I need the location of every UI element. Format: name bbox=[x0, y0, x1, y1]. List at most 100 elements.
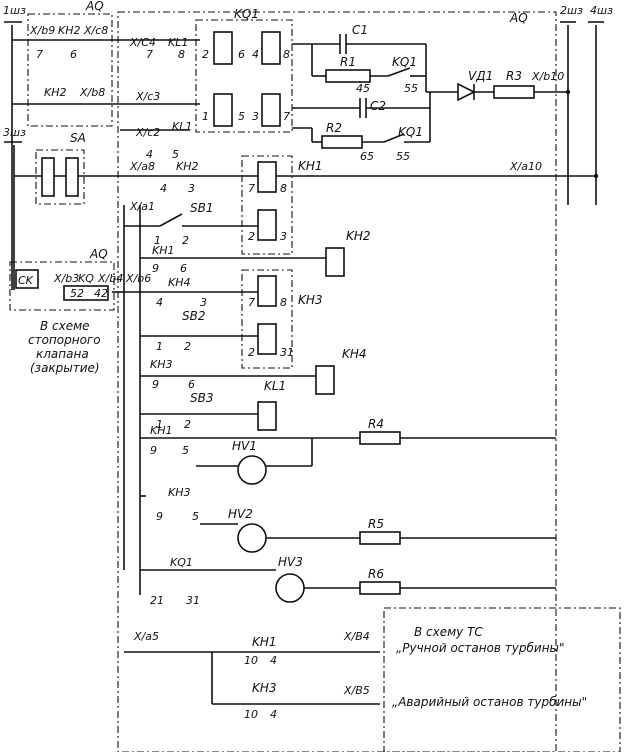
kh4-coil-label: KH4 bbox=[342, 347, 367, 361]
svg-text:42: 42 bbox=[94, 287, 108, 300]
valve-note-1: В схеме bbox=[40, 319, 90, 333]
ts-emergency-note: „Аварийный останов турбины" bbox=[392, 695, 587, 709]
kq1-coil-a bbox=[213, 31, 233, 65]
kh1-coil-a bbox=[257, 161, 277, 193]
kq-label: KQ bbox=[78, 272, 94, 285]
kh4-contact-label: KH4 bbox=[168, 276, 190, 289]
conn-xc4: X/C4 bbox=[129, 36, 156, 49]
kh4-coil bbox=[315, 365, 335, 395]
kh2-row-label: KH2 bbox=[176, 160, 198, 173]
svg-text:6: 6 bbox=[188, 378, 195, 391]
bus-label-2sh3: 2шз bbox=[560, 4, 583, 17]
svg-text:2: 2 bbox=[248, 346, 255, 359]
bus-label-3sh3: 3шз bbox=[3, 126, 26, 139]
svg-text:52: 52 bbox=[70, 287, 84, 300]
kh2-coil bbox=[325, 247, 345, 277]
conn-xb6: X/b6 bbox=[125, 272, 151, 285]
kh2-top-label: KH2 bbox=[58, 24, 80, 37]
hv1-lamp bbox=[237, 455, 267, 485]
hv1-label: HV1 bbox=[232, 439, 257, 453]
c2-label: C2 bbox=[370, 99, 386, 113]
hv3-lamp bbox=[275, 573, 305, 603]
r5-label: R5 bbox=[368, 517, 384, 531]
conn-xa1: X/a1 bbox=[129, 200, 155, 213]
r4-resistor bbox=[359, 431, 401, 445]
r2-label: R2 bbox=[326, 121, 342, 135]
ts-title: В схему ТС bbox=[414, 625, 483, 639]
svg-text:5: 5 bbox=[182, 444, 189, 457]
conn-xa8: X/a8 bbox=[129, 160, 155, 173]
conn-xb9: X/b9 bbox=[29, 24, 55, 37]
valve-note-4: (закрытие) bbox=[30, 361, 100, 375]
kh2-coil-label: KH2 bbox=[346, 229, 371, 243]
kq1-coil-c bbox=[213, 93, 233, 127]
conn-xc8: X/c8 bbox=[83, 24, 108, 37]
svg-text:4: 4 bbox=[156, 296, 163, 309]
conn-xc2: X/c2 bbox=[135, 126, 160, 139]
r6-resistor bbox=[359, 581, 401, 595]
ck-box bbox=[15, 269, 39, 289]
svg-text:4: 4 bbox=[270, 708, 277, 721]
power-buses bbox=[4, 21, 604, 595]
svg-text:6: 6 bbox=[70, 48, 77, 61]
svg-text:1: 1 bbox=[156, 418, 163, 431]
c1-label: C1 bbox=[352, 23, 368, 37]
hv2-lamp bbox=[237, 523, 267, 553]
conn-xc3: X/c3 bbox=[135, 90, 160, 103]
svg-text:2: 2 bbox=[202, 48, 209, 61]
svg-text:21: 21 bbox=[150, 594, 164, 607]
svg-text:3: 3 bbox=[252, 110, 259, 123]
aq-mid-label: AQ bbox=[89, 247, 108, 261]
svg-text:4: 4 bbox=[146, 148, 153, 161]
svg-text:6: 6 bbox=[180, 262, 187, 275]
conn-xb8: X/b8 bbox=[79, 86, 105, 99]
conn-xb3: X/b3 bbox=[53, 272, 79, 285]
kq1-top-label: KQ1 bbox=[234, 7, 259, 21]
r1-resistor bbox=[325, 69, 371, 83]
kl1-coil bbox=[257, 401, 277, 431]
svg-text:8: 8 bbox=[178, 48, 185, 61]
sa-switch-b bbox=[65, 157, 79, 197]
svg-text:9: 9 bbox=[152, 378, 159, 391]
svg-text:2: 2 bbox=[248, 230, 255, 243]
kq1-hv-contact-label: KQ1 bbox=[170, 556, 193, 569]
kl1-mid-label: KL1 bbox=[172, 120, 192, 133]
r5-resistor bbox=[359, 531, 401, 545]
svg-text:7: 7 bbox=[283, 110, 290, 123]
svg-text:9: 9 bbox=[150, 444, 157, 457]
conn-xb10: X/b10 bbox=[531, 70, 564, 83]
svg-text:2: 2 bbox=[182, 234, 189, 247]
svg-text:8: 8 bbox=[280, 182, 287, 195]
kq1-coil-b bbox=[261, 31, 281, 65]
ck-label: CK bbox=[18, 274, 34, 287]
ts-manual-note: „Ручной останов турбины" bbox=[396, 641, 565, 655]
svg-text:7: 7 bbox=[146, 48, 153, 61]
svg-text:2: 2 bbox=[184, 418, 191, 431]
svg-text:1: 1 bbox=[156, 340, 163, 353]
svg-text:3: 3 bbox=[188, 182, 195, 195]
svg-text:4: 4 bbox=[160, 182, 167, 195]
svg-text:9: 9 bbox=[152, 262, 159, 275]
sb2-label: SB2 bbox=[182, 309, 205, 323]
sa-label: SA bbox=[70, 131, 86, 145]
kh2-mid-label: KH2 bbox=[44, 86, 66, 99]
svg-text:5: 5 bbox=[192, 510, 199, 523]
kq1-contact-bottom bbox=[383, 133, 405, 143]
kh3-ts-label: KH3 bbox=[252, 681, 277, 695]
hv2-label: HV2 bbox=[228, 507, 253, 521]
r3-label: R3 bbox=[506, 69, 522, 83]
svg-text:5: 5 bbox=[238, 110, 245, 123]
aq-top-label: AQ bbox=[85, 0, 104, 13]
kh1-group bbox=[241, 155, 293, 255]
svg-text:65: 65 bbox=[360, 150, 374, 163]
aq-right-label: AQ bbox=[509, 11, 528, 25]
kh3-group bbox=[241, 269, 293, 369]
svg-text:6: 6 bbox=[238, 48, 245, 61]
sb1-label: SB1 bbox=[190, 201, 213, 215]
kq1-group bbox=[195, 19, 293, 133]
svg-text:8: 8 bbox=[280, 296, 287, 309]
aq-mid-block bbox=[9, 261, 115, 311]
sa-switch-block bbox=[35, 149, 85, 205]
conn-xa5: X/a5 bbox=[133, 630, 159, 643]
